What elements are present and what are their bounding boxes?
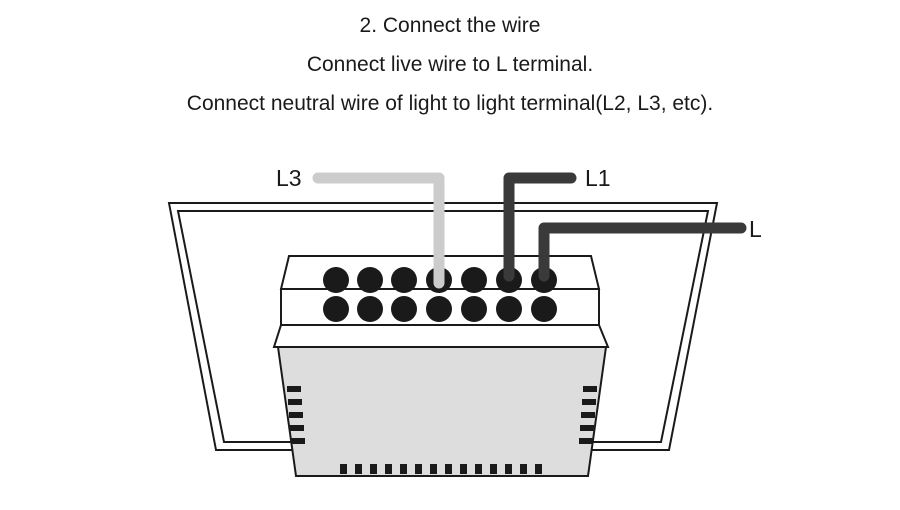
wire-label-l1: L1 [585,165,611,191]
bottom-vents [340,464,542,474]
instruction-live-wire: Connect live wire to L terminal. [306,53,594,76]
switch-module [276,346,608,477]
wall-plate [167,202,719,451]
wire-l3 [312,172,445,289]
terminal-row-top [323,267,557,293]
wire-label-l: L [749,216,762,242]
terminal-bottom-6 [496,296,522,322]
terminal-bottom-1 [323,296,349,322]
right-vents [579,386,597,444]
terminal-top-5 [461,267,487,293]
instruction-neutral-wire: Connect neutral wire of light to light t… [186,92,714,115]
terminal-row-bottom [323,296,557,322]
terminal-bottom-3 [391,296,417,322]
terminal-top-2 [357,267,383,293]
wire-l [538,222,747,282]
terminal-bottom-7 [531,296,557,322]
step-title: 2. Connect the wire [359,14,541,37]
left-vents [287,386,305,444]
terminal-bottom-4 [426,296,452,322]
wire-l1 [503,172,577,282]
wire-label-l3: L3 [276,165,302,191]
terminal-top-1 [323,267,349,293]
terminal-bottom-2 [357,296,383,322]
terminal-bottom-5 [461,296,487,322]
terminal-top-3 [391,267,417,293]
